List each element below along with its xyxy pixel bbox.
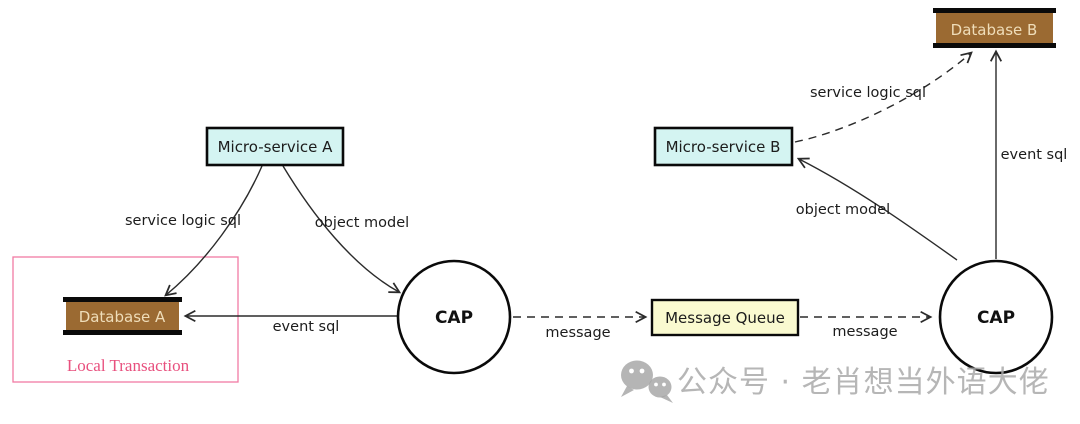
- edge-label-message-right: message: [832, 324, 897, 340]
- edge-label-service-logic-sql-right: service logic sql: [810, 85, 926, 101]
- microservice-a-node: Micro-service A: [205, 126, 345, 167]
- cap-left-node: CAP: [396, 259, 512, 375]
- edges-layer: service logic sql object model event sql…: [125, 52, 1067, 341]
- local-transaction-label: Local Transaction: [67, 356, 190, 375]
- database-a-label: Database A: [79, 308, 166, 326]
- edge-service-logic-sql-left: [166, 165, 263, 295]
- edge-label-message-left: message: [545, 325, 610, 341]
- edge-label-service-logic-sql-left: service logic sql: [125, 213, 241, 229]
- cap-right-circle: [938, 259, 1054, 375]
- database-a-top-bar: [63, 297, 182, 302]
- message-queue-node: Message Queue: [650, 298, 800, 337]
- microservice-b-node: Micro-service B: [653, 126, 794, 167]
- message-queue-label: Message Queue: [665, 309, 785, 327]
- microservice-b-box: [653, 126, 794, 167]
- local-transaction-border: [12, 256, 239, 383]
- edge-label-event-sql-left: event sql: [273, 319, 340, 335]
- database-b-node: Database B: [933, 8, 1056, 48]
- edge-service-logic-sql-right: [794, 53, 971, 143]
- microservice-a-label: Micro-service A: [218, 138, 334, 156]
- edge-object-model-left: [282, 165, 399, 292]
- wechat-icon: [621, 360, 673, 403]
- database-b-body: [936, 10, 1053, 48]
- edge-object-model-right: [799, 159, 958, 261]
- microservice-b-label: Micro-service B: [666, 138, 781, 156]
- database-b-bottom-bar: [933, 43, 1056, 48]
- watermark-text: 公众号 · 老肖想当外语大佬: [677, 365, 1050, 400]
- local-transaction-cluster: Local Transaction: [12, 256, 239, 383]
- database-b-label: Database B: [951, 21, 1038, 39]
- cap-right-node: CAP: [938, 259, 1054, 375]
- database-b-top-bar: [933, 8, 1056, 13]
- edge-label-object-model-right: object model: [796, 202, 890, 218]
- cap-right-label: CAP: [977, 308, 1015, 328]
- edge-label-event-sql-right: event sql: [1001, 147, 1068, 163]
- edge-label-object-model-left: object model: [315, 215, 409, 231]
- database-a-node: Database A: [63, 297, 182, 335]
- database-a-bottom-bar: [63, 330, 182, 335]
- watermark: 公众号 · 老肖想当外语大佬: [621, 360, 1050, 403]
- database-a-body: [66, 299, 179, 334]
- message-queue-box: [650, 298, 800, 337]
- cap-left-label: CAP: [435, 308, 473, 328]
- cap-left-circle: [396, 259, 512, 375]
- microservice-a-box: [205, 126, 345, 167]
